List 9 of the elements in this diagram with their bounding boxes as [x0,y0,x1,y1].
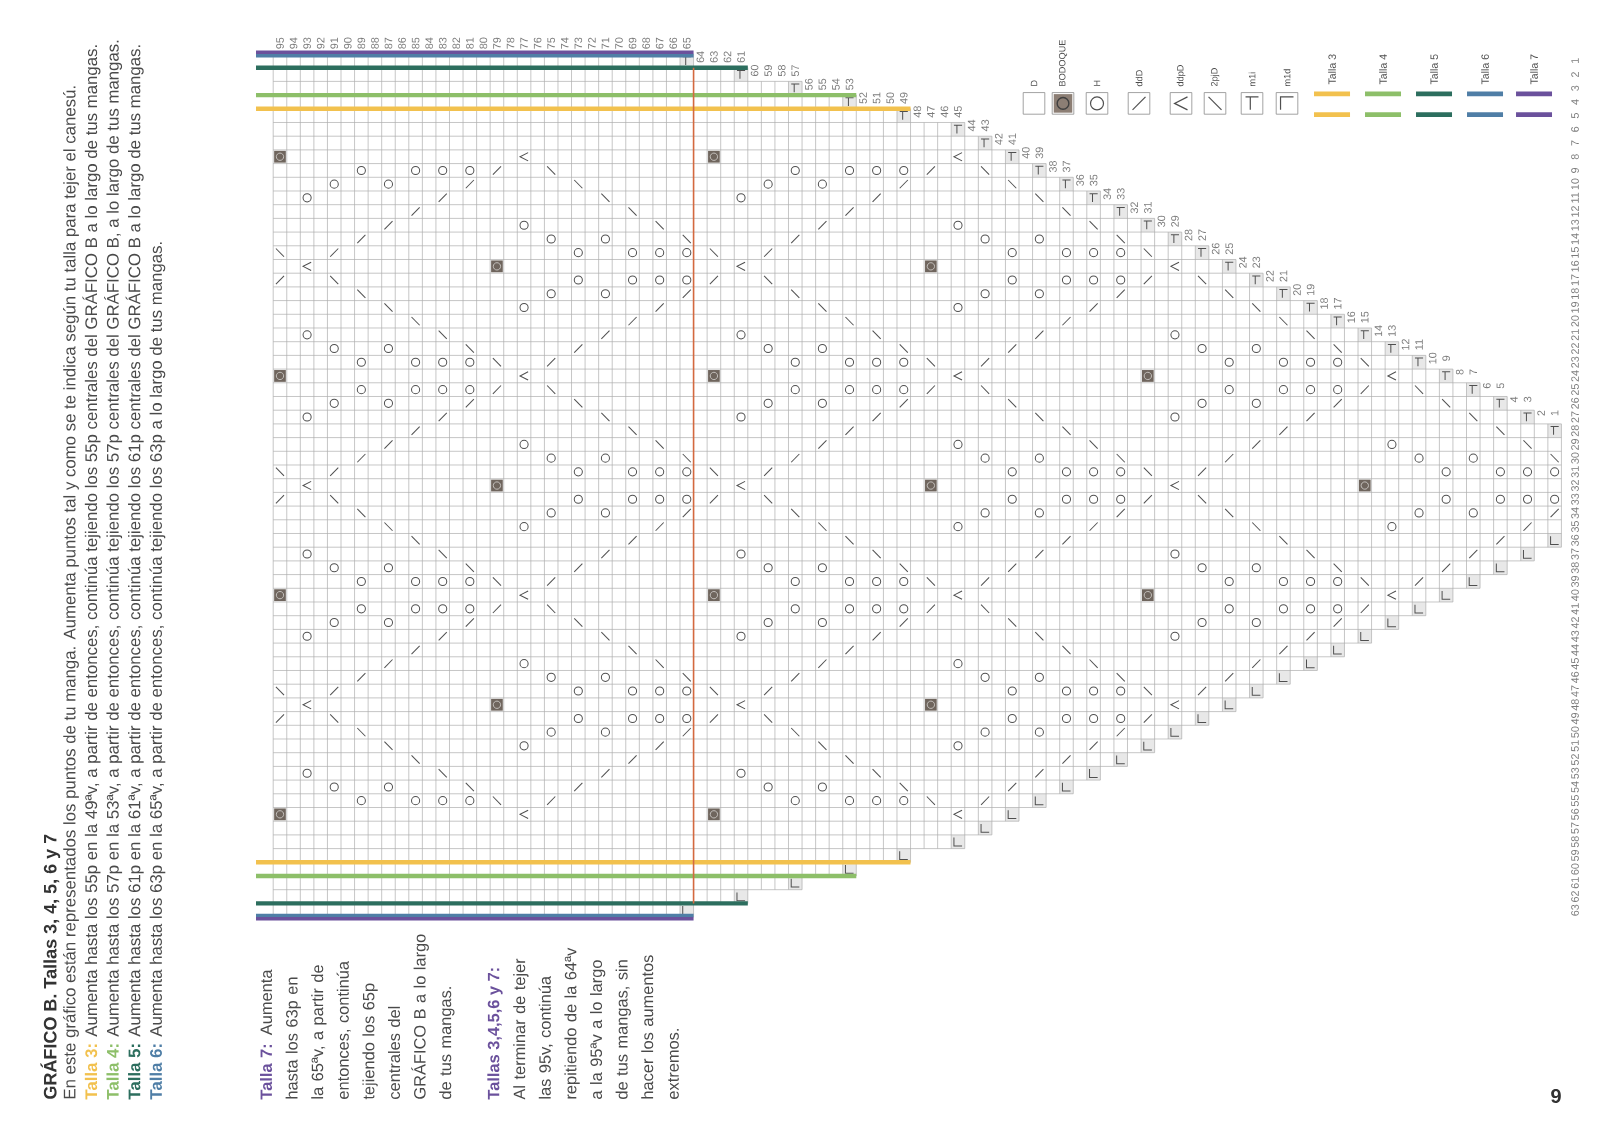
paragraph: En este gráfico están representados los puntos de tu manga. Aumenta puntos tal y como se te indica según tu talla para tejer el canesú. [63,86,79,1099]
note-heading: Tallas 3,4,5,6 y 7: [487,968,503,1100]
note-text: Al terminar de tejer las 95v, continúa repitiendo de la 64ªv a la 95ªv a lo largo de tus mangas, sin hacer los aumentos extremos. [513,947,679,1100]
title: GRÁFICO B. Tallas 3, 4, 5, 6 y 7 [40,834,61,1099]
instruction-text: Talla 5: Aumenta hasta los 61p en la 61ªv, a partir de entonces, continúa tejiendo los 61p centrales del GRÁFICO B a lo largo de tus mangas. [125,45,144,1100]
instruction-text: Talla 4: Aumenta hasta los 57p en la 53ªv, a partir de entonces, continúa tejiendo los 57p centrales del GRÁFICO B, a lo largo de tus mangas. [104,40,123,1100]
page-number: 9 [1551,1088,1561,1104]
instruction-text: Talla 6: Aumenta hasta los 63p en la 65ªv, a partir de entonces, continúa tejiendo los 63p a lo largo de tus mangas. [149,242,166,1100]
instruction-text: Talla 3: Aumenta hasta los 55p en la 49ªv, a partir de entonces, continúa tejiendo los 55p centrales del GRÁFICO B a lo largo de tus mangas. [82,45,101,1100]
